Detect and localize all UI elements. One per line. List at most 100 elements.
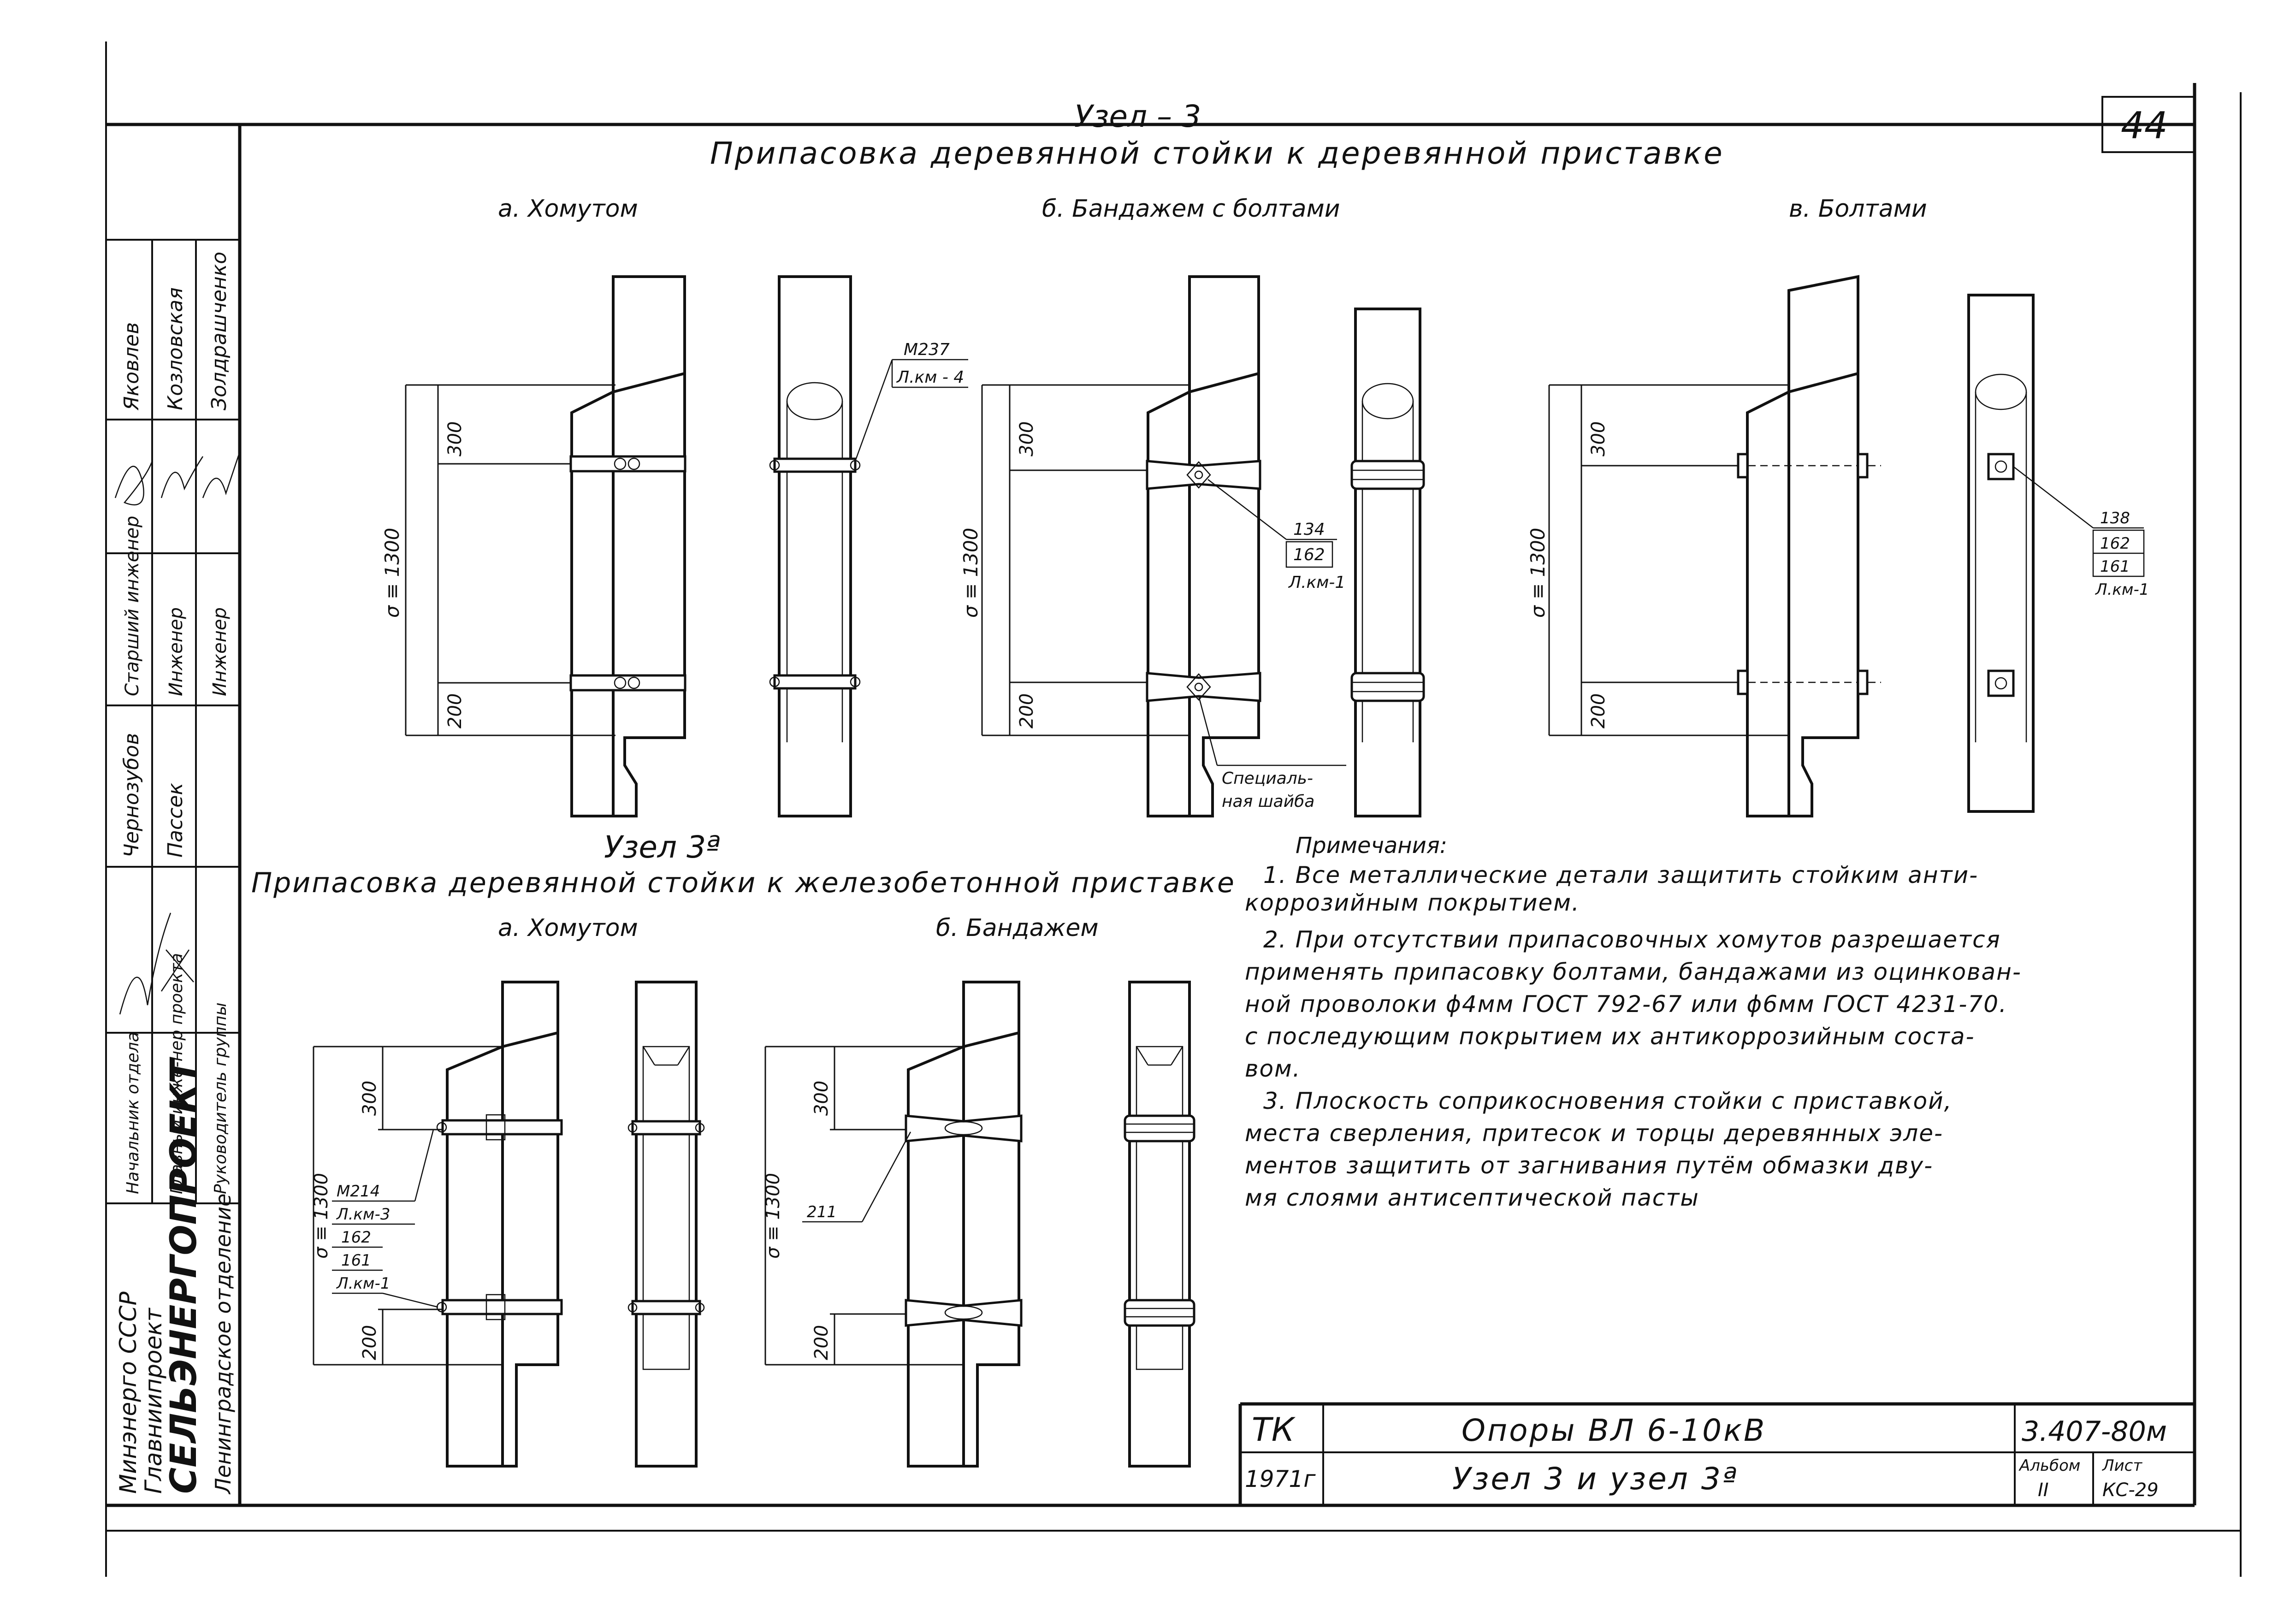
uzel3-bolts-dim-top: 300	[1588, 421, 1609, 456]
notes-line-3: 2. При отсутствии припасовочных хомутов …	[1263, 926, 2001, 953]
uzel3-band-dim-overlap: σ ≡ 1300	[959, 528, 982, 618]
uzel3a-clamp-dim-top: 300	[359, 1081, 380, 1116]
stamp-org-branch: Ленинградское отделение	[211, 1194, 236, 1495]
title-block: ТК 1971г Опоры ВЛ 6-10кВ Узел 3 и узел 3…	[1238, 1402, 2195, 1505]
title-block-sheet-label: Лист	[2101, 1456, 2142, 1475]
uzel3-bolts-dim-bottom: 200	[1588, 693, 1609, 728]
uzel3a-clamp-callout-4: 161	[341, 1251, 371, 1270]
uzel3-bolts-dim-overlap: σ ≡ 1300	[1527, 528, 1549, 618]
uzel3-clamp-callout: М237 Л.км - 4	[854, 340, 968, 462]
uzel3a-title: Узел 3ª	[604, 829, 720, 865]
uzel3-bolts-callout-1: 138	[2100, 509, 2130, 527]
uzel3a-subtitle: Припасовка деревянной стойки к железобет…	[251, 867, 1236, 899]
notes-heading: Примечания:	[1296, 833, 1447, 858]
uzel3a-band-callout: 211	[802, 1131, 911, 1223]
stamp-org-ministry: Минэнерго СССР	[115, 1291, 142, 1494]
uzel3-band-dim-top: 300	[1016, 421, 1037, 456]
stamp-role-chief-engineer: Главный инже-нер проекта	[167, 953, 186, 1194]
stamp-position-eng1: Инженер	[166, 607, 187, 696]
uzel3-bolts-callout-3: 161	[2100, 557, 2130, 576]
notes: Примечания: 1. Все металлические детали …	[1245, 833, 2022, 1211]
uzel3-band-front-view	[1350, 308, 1425, 817]
title-block-year: 1971г	[1245, 1466, 1316, 1492]
uzel3-band-callout: 134 162 Л.км-1 Специаль- ная шайба	[1198, 479, 1346, 811]
title-block-title-2: Узел 3 и узел 3ª	[1452, 1461, 1739, 1497]
uzel3a-clamp-dim-overlap: σ ≡ 1300	[311, 1173, 332, 1259]
uzel3-clamp-dim-bottom: 200	[444, 693, 466, 728]
stamp-name-2: Козловская	[164, 287, 187, 410]
uzel3-variant-b-label: б. Бандажем с болтами	[1042, 195, 1340, 223]
uzel3-clamp-side-view	[569, 275, 686, 817]
uzel3a-clamp-callout-3: 162	[341, 1228, 371, 1247]
uzel3a-band-side-view	[905, 981, 1023, 1468]
uzel3a-band-dim-bottom: 200	[811, 1325, 832, 1360]
uzel3-variant-v-label: в. Болтами	[1789, 195, 1927, 223]
title-block-album-label: Альбом	[2018, 1456, 2080, 1475]
uzel3a-clamp-callout-5: Л.км-1	[336, 1274, 390, 1293]
uzel3-bolts-callout: 138 162 161 Л.км-1	[2013, 466, 2149, 599]
notes-line-5: ной проволоки ϕ4мм ГОСТ 792-67 или ϕ6мм …	[1245, 991, 2007, 1018]
stamp-role-group-lead: Руководитель группы	[211, 1002, 230, 1194]
stamp-role-head: Начальник отдела	[124, 1032, 142, 1194]
uzel3-clamp-callout-sheet: Л.км - 4	[896, 368, 964, 387]
uzel3a-clamp-callout-1: М214	[337, 1182, 380, 1201]
notes-line-6: с последующим покрытием их антикоррозийн…	[1245, 1023, 1975, 1050]
uzel3a-clamp-callout: М214 Л.км-3 162 161 Л.км-1	[332, 1129, 438, 1308]
notes-line-1: 1. Все металлические детали защитить сто…	[1263, 862, 1978, 888]
uzel3-bolts-dimensions: σ ≡ 1300 300 200	[1527, 384, 1789, 736]
uzel3-variant-a-label: а. Хомутом	[498, 195, 638, 223]
title-block-title-1: Опоры ВЛ 6-10кВ	[1462, 1413, 1766, 1448]
sheet-number: 44	[2121, 104, 2168, 147]
stamp-org-name: СЕЛЬЭНЕРГОПРОЕКТ	[163, 1056, 205, 1494]
uzel3a-band-dimensions: σ ≡ 1300 300 200	[763, 1046, 964, 1366]
notes-line-2: коррозийным покрытием.	[1245, 889, 1580, 916]
uzel3a-clamp-dimensions: σ ≡ 1300 300 200	[311, 1046, 503, 1366]
uzel3-band-callout-1: 134	[1293, 520, 1325, 539]
side-stamp: Минэнерго СССР Главниипроект СЕЛЬЭНЕРГОП…	[107, 239, 241, 1495]
uzel3a-clamp-callout-2: Л.км-3	[336, 1205, 390, 1224]
title-block-tk: ТК	[1252, 1411, 1296, 1449]
uzel3-band-dim-bottom: 200	[1016, 693, 1037, 728]
uzel3-bolts-callout-4: Л.км-1	[2095, 580, 2149, 599]
uzel3-clamp-dim-top: 300	[444, 421, 466, 456]
sheet-number-box: 44	[2101, 96, 2195, 153]
uzel3-washer-note-2: ная шайба	[1222, 792, 1314, 811]
uzel3-clamp-dim-overlap: σ ≡ 1300	[381, 528, 403, 618]
title-block-album-value: II	[2038, 1480, 2049, 1501]
uzel3-title: Узел – 3	[1074, 99, 1201, 134]
uzel3-subtitle: Припасовка деревянной стойки к деревянно…	[710, 136, 1724, 171]
uzel3-clamp-front-view	[769, 275, 861, 817]
uzel3a-variant-a-label: а. Хомутом	[498, 914, 638, 942]
signature-marks	[114, 451, 241, 1015]
notes-line-4: применять припасовку болтами, бандажами …	[1245, 959, 2022, 985]
uzel3a-variant-b-label: б. Бандажем	[936, 914, 1099, 942]
uzel3-clamp-callout-part: М237	[904, 340, 950, 359]
stamp-name-3: Золдрашченко	[207, 252, 231, 410]
uzel3-bolts-callout-2: 162	[2100, 534, 2130, 553]
stamp-org-glavniiproekt: Главниипроект	[140, 1307, 167, 1494]
uzel3-band-dimensions: σ ≡ 1300 300 200	[959, 384, 1189, 736]
uzel3a-band-dim-overlap: σ ≡ 1300	[763, 1173, 784, 1259]
uzel3-bolts-side-view	[1724, 275, 1881, 817]
uzel3-clamp-dimensions: σ ≡ 1300 300 200	[381, 384, 615, 736]
uzel3-washer-note-1: Специаль-	[1222, 769, 1313, 788]
uzel3a-clamp-side-view	[436, 981, 563, 1468]
stamp-name-1: Яковлев	[120, 322, 143, 411]
uzel3a-clamp-front-view	[627, 981, 705, 1468]
uzel3a-band-front-view	[1124, 981, 1195, 1468]
stamp-name-4: Чернозубов	[120, 733, 143, 858]
notes-line-10: ментов защитить от загнивания путём обма…	[1245, 1152, 1933, 1179]
stamp-position-senior: Старший инженер	[122, 516, 143, 696]
uzel3-band-side-view	[1146, 275, 1261, 817]
stamp-name-5: Пассек	[164, 782, 187, 858]
stamp-position-eng2: Инженер	[209, 607, 231, 696]
notes-line-11: мя слоями антисептической пасты	[1245, 1184, 1699, 1211]
notes-line-7: вом.	[1245, 1055, 1301, 1082]
uzel3a-band-callout-1: 211	[807, 1203, 837, 1221]
title-block-sheet-value: КС-29	[2102, 1480, 2159, 1501]
uzel3-bolts-front-view	[1967, 294, 2035, 813]
notes-line-8: 3. Плоскость соприкосновения стойки с пр…	[1263, 1088, 1952, 1114]
uzel3a-clamp-dim-bottom: 200	[359, 1325, 380, 1360]
uzel3-band-callout-3: Л.км-1	[1288, 573, 1345, 592]
